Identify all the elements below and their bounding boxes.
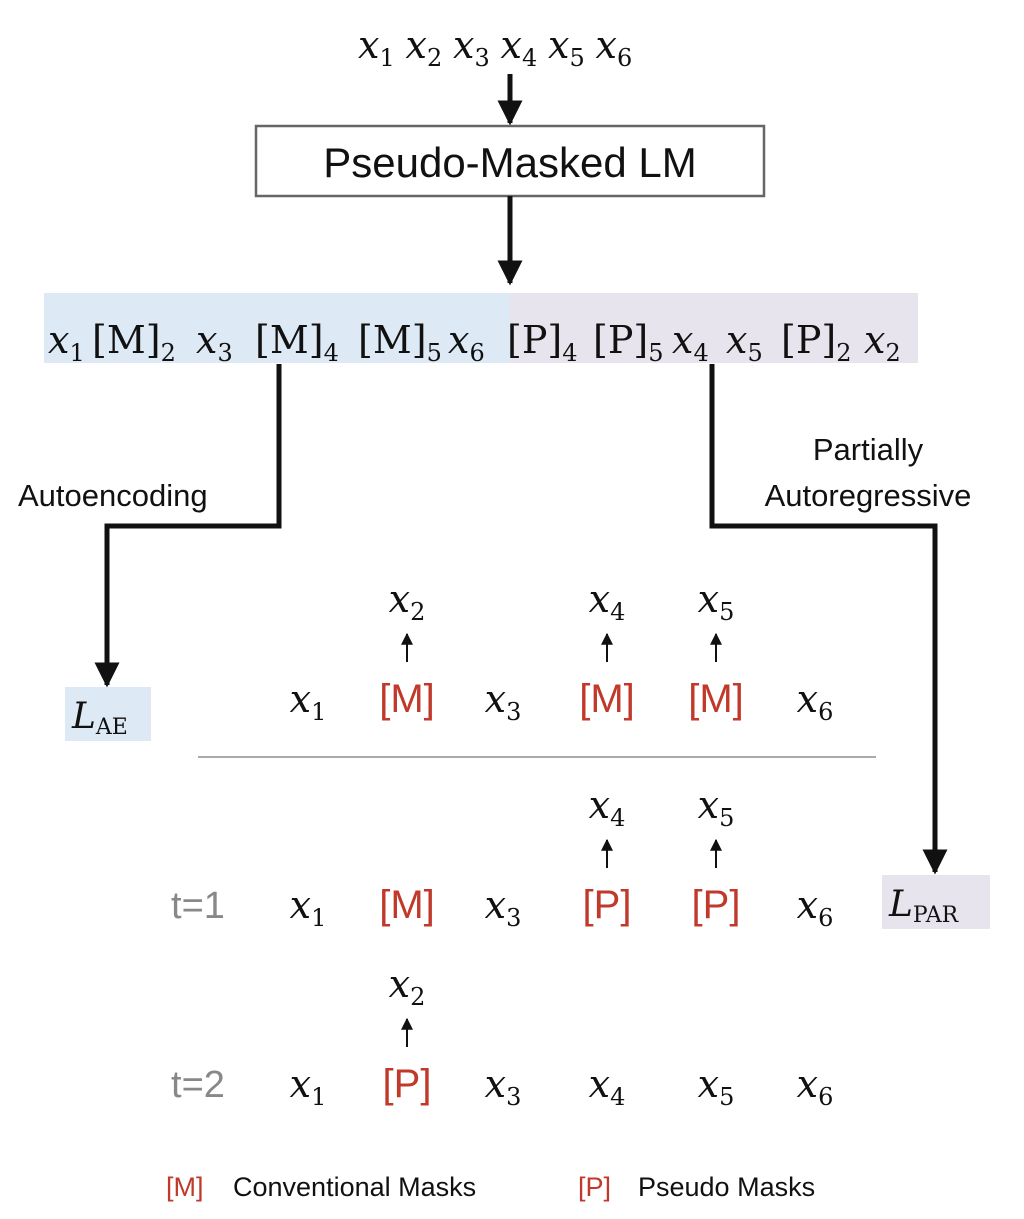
model-label: Pseudo-Masked LM [323, 139, 697, 186]
grid-token: x1 [290, 883, 327, 932]
loss-par-box [882, 875, 990, 929]
loss-par: LPAR [888, 884, 960, 928]
step-label: t=1 [171, 885, 225, 927]
par-sequence-highlight [510, 293, 918, 363]
sequence-token: [P]4 [507, 318, 578, 367]
grid-token: x3 [485, 1062, 522, 1111]
autoencoding-row: x1 [M] x3 [M] [M] x6 x2 x4 x5 [290, 577, 834, 726]
input-token: x4 [501, 23, 538, 72]
autoencoding-label: Autoencoding [18, 478, 208, 513]
sequence-token: x5 [726, 318, 763, 367]
par-step-1-row: t=1 x1 [M] x3 [P] [P] x6 x4 x5 [171, 783, 833, 932]
grid-token: x1 [290, 677, 327, 726]
grid-token: x6 [797, 883, 834, 932]
par-label-line2: Autoregressive [765, 478, 972, 513]
par-step-2-row: t=2 x1 [P] x3 x4 x5 x6 x2 [171, 962, 833, 1111]
legend: [M] Conventional Masks [P] Pseudo Masks [166, 1172, 815, 1202]
predicted-token: x2 [389, 962, 426, 1011]
legend-m-text: Conventional Masks [233, 1172, 476, 1202]
sequence-token: x4 [672, 318, 709, 367]
sequence-token: [M]2 [92, 318, 176, 367]
input-token: x2 [406, 23, 443, 72]
grid-token: x5 [698, 1062, 735, 1111]
loss-ae: LAE [71, 696, 128, 740]
par-label-line1: Partially [813, 432, 924, 467]
mask-token: [P] [383, 1062, 432, 1106]
legend-m-symbol: [M] [166, 1172, 204, 1202]
grid-token: x6 [797, 1062, 834, 1111]
loss-ae-box [65, 687, 151, 741]
grid-token: x3 [485, 677, 522, 726]
step-label: t=2 [171, 1064, 225, 1106]
input-token: x3 [453, 23, 490, 72]
grid-token: x3 [485, 883, 522, 932]
input-token: x6 [596, 23, 633, 72]
mask-token: [M] [379, 883, 435, 927]
ae-sequence-highlight [44, 293, 510, 363]
mask-token: [P] [583, 883, 632, 927]
predicted-token: x5 [698, 577, 735, 626]
input-token: x5 [548, 23, 585, 72]
sequence-token: [P]2 [781, 318, 852, 367]
sequence-token: [M]4 [255, 318, 339, 367]
grid-token: x4 [589, 1062, 626, 1111]
predicted-token: x2 [389, 577, 426, 626]
mask-token: [P] [692, 883, 741, 927]
par-branch-path [709, 364, 948, 875]
sequence-token: [P]5 [593, 318, 664, 367]
grid-token: x1 [290, 1062, 327, 1111]
sequence-token: x1 [48, 318, 85, 367]
sequence-token: x2 [864, 318, 901, 367]
legend-p-symbol: [P] [578, 1172, 611, 1202]
predicted-token: x5 [698, 783, 735, 832]
legend-p-text: Pseudo Masks [638, 1172, 815, 1202]
predicted-token: x4 [589, 783, 626, 832]
mask-token: [M] [579, 677, 635, 721]
autoencoding-branch-path [94, 364, 282, 688]
grid-token: x6 [797, 677, 834, 726]
sequence-token: x6 [448, 318, 485, 367]
mask-token: [M] [688, 677, 744, 721]
predicted-token: x4 [589, 577, 626, 626]
sequence-token: [M]5 [358, 318, 442, 367]
mask-token: [M] [379, 677, 435, 721]
sequence-token: x3 [196, 318, 233, 367]
input-token: x1 [358, 23, 395, 72]
